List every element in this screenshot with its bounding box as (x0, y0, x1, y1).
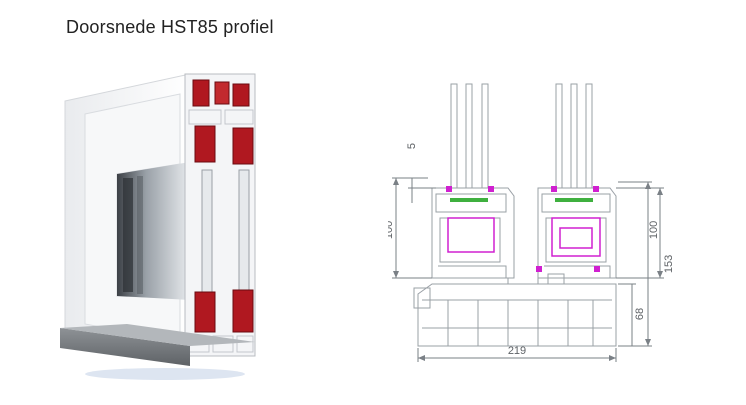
reinforcement-outline (447, 217, 601, 257)
dim-frame-height: 153 (663, 255, 675, 273)
dimension-arrows (393, 178, 663, 361)
dim-rail-height: 68 (634, 308, 646, 320)
glass-inner-shade-2 (137, 176, 143, 294)
reinforcement-top-2 (214, 81, 230, 105)
glass-pane (117, 162, 190, 300)
page-title: Doorsnede HST85 profiel (66, 17, 274, 37)
reinforcement-sash-right-top (232, 127, 254, 165)
dimension-lines (392, 177, 664, 362)
reinforcement-top-3 (232, 83, 250, 107)
dim-sash-right: 100 (648, 221, 660, 239)
floor-shadow (85, 368, 245, 380)
dim-total-width: 219 (508, 345, 526, 357)
section-glass-left (201, 169, 213, 299)
reinforcement-sash-left-top (194, 125, 216, 163)
reinforcement-top-1 (192, 79, 210, 107)
glass-inner-shade (123, 178, 133, 292)
technical-drawing: 5 100 100 153 68 219 (388, 83, 675, 362)
dim-gap-top: 5 (406, 143, 418, 149)
section-glass-right (238, 169, 250, 299)
seal-marks (450, 198, 593, 202)
base-sill-top (60, 324, 255, 346)
reinforcement-sash-left-bottom (194, 291, 216, 333)
profile-3d-render (60, 73, 256, 380)
dim-sash-left: 100 (388, 221, 395, 239)
drawing-lines (413, 83, 617, 347)
reinforcement-sash-right-bottom (232, 289, 254, 333)
base-sill (60, 328, 190, 366)
gasket-marks (446, 186, 600, 272)
